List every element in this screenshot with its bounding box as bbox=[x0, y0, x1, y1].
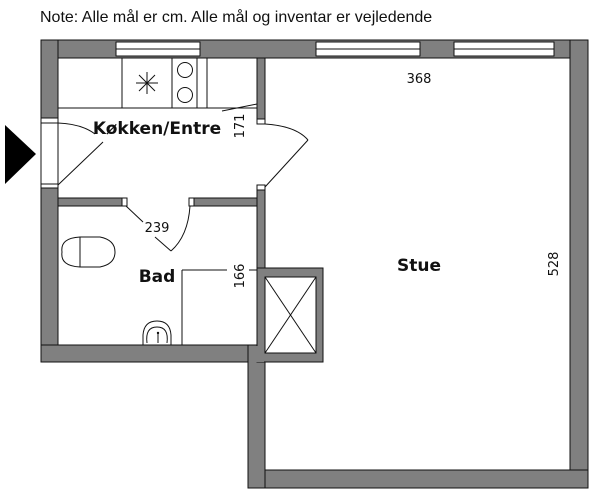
plan-note: Note: Alle mål er cm. Alle mål og invent… bbox=[40, 9, 433, 26]
entry-door[interactable] bbox=[40, 117, 104, 189]
room-label-kitchen-entry: Køkken/Entre bbox=[93, 119, 221, 139]
windows bbox=[115, 41, 555, 57]
bathroom-door[interactable] bbox=[121, 197, 195, 252]
washbasin-icon bbox=[142, 320, 172, 345]
dimension-living-height: 528 bbox=[547, 252, 562, 277]
dimension-bathroom-width: 239 bbox=[145, 221, 170, 236]
stove-icon bbox=[177, 62, 193, 103]
room-label-living-room: Stue bbox=[397, 256, 441, 276]
kitchen-sink-icon bbox=[136, 72, 158, 94]
dimension-living-width: 368 bbox=[407, 72, 432, 87]
shower-icon bbox=[264, 276, 317, 354]
shower-area-outline bbox=[181, 269, 257, 345]
toilet-icon bbox=[61, 236, 116, 268]
dimension-kitchen-entry: 171 bbox=[233, 114, 248, 139]
room-label-bathroom: Bad bbox=[139, 267, 176, 287]
walls bbox=[40, 39, 589, 489]
kitchen-counter bbox=[58, 58, 257, 109]
dimension-bathroom-height: 166 bbox=[233, 264, 248, 289]
entrance-arrow-icon bbox=[5, 125, 36, 184]
living-room-door[interactable] bbox=[256, 118, 309, 191]
